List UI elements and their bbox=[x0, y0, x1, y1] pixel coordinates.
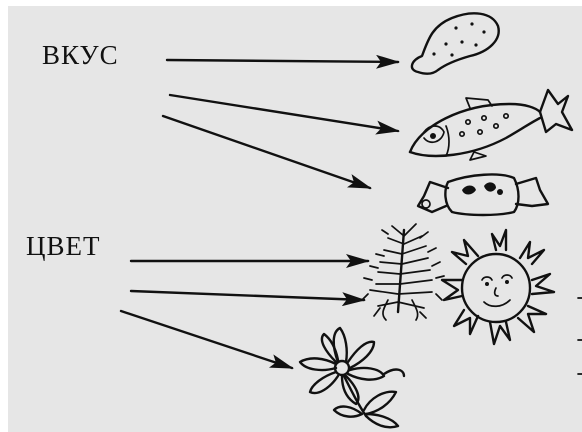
candy-icon bbox=[418, 175, 548, 215]
fir-branch-icon bbox=[362, 224, 444, 320]
arrow-taste-to-potato bbox=[167, 60, 398, 62]
potato-icon bbox=[412, 13, 499, 73]
arrow-color-to-sun bbox=[131, 291, 364, 300]
edge-marks bbox=[578, 298, 582, 374]
arrow-color-to-flower bbox=[121, 311, 292, 368]
arrow-taste-to-candy bbox=[163, 116, 370, 188]
fish-icon bbox=[410, 90, 572, 160]
sun-icon bbox=[442, 230, 554, 344]
arrow-taste-to-fish bbox=[170, 95, 398, 131]
flower-icon bbox=[300, 328, 404, 427]
